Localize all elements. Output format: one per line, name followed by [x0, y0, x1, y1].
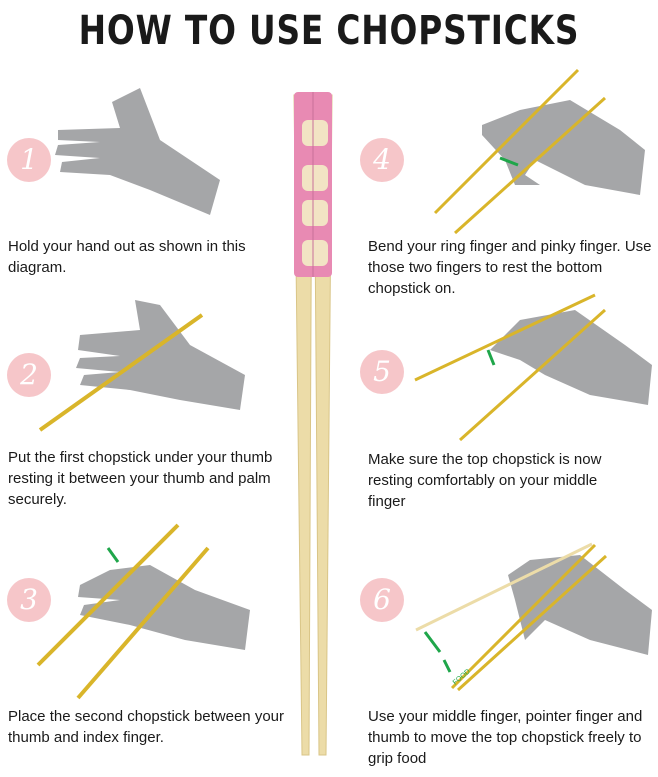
food-label: FOOD [452, 668, 472, 686]
step-number-5: 5 [360, 350, 404, 394]
step-text-2: Put the first chopstick under your thumb… [8, 449, 273, 508]
page-title: HOW TO USE CHOPSTICKS [78, 8, 580, 54]
step-text-4: Bend your ring finger and pinky finger. … [368, 238, 652, 297]
hand-illustration-step-2 [38, 300, 245, 432]
step-number-1: 1 [7, 138, 51, 182]
center-chopsticks-photo [293, 92, 333, 756]
hand-illustration-step-1 [55, 88, 220, 215]
hand-illustration-step-4 [433, 68, 645, 235]
step-text-5: Make sure the top chopstick is now resti… [368, 451, 602, 510]
hand-illustration-step-5 [414, 293, 652, 442]
step-text-6: Use your middle finger, pointer finger a… [368, 708, 643, 767]
hand-illustration-step-6 [415, 542, 652, 692]
step-number-4: 4 [360, 138, 404, 182]
step-number-6: 6 [360, 578, 404, 622]
step-number-2: 2 [7, 353, 51, 397]
step-text-1: Hold your hand out as shown in this diag… [8, 238, 246, 276]
step-text-3: Place the second chopstick between your … [8, 708, 284, 746]
step-number-3: 3 [7, 578, 51, 622]
hand-illustration-step-3 [36, 523, 250, 700]
